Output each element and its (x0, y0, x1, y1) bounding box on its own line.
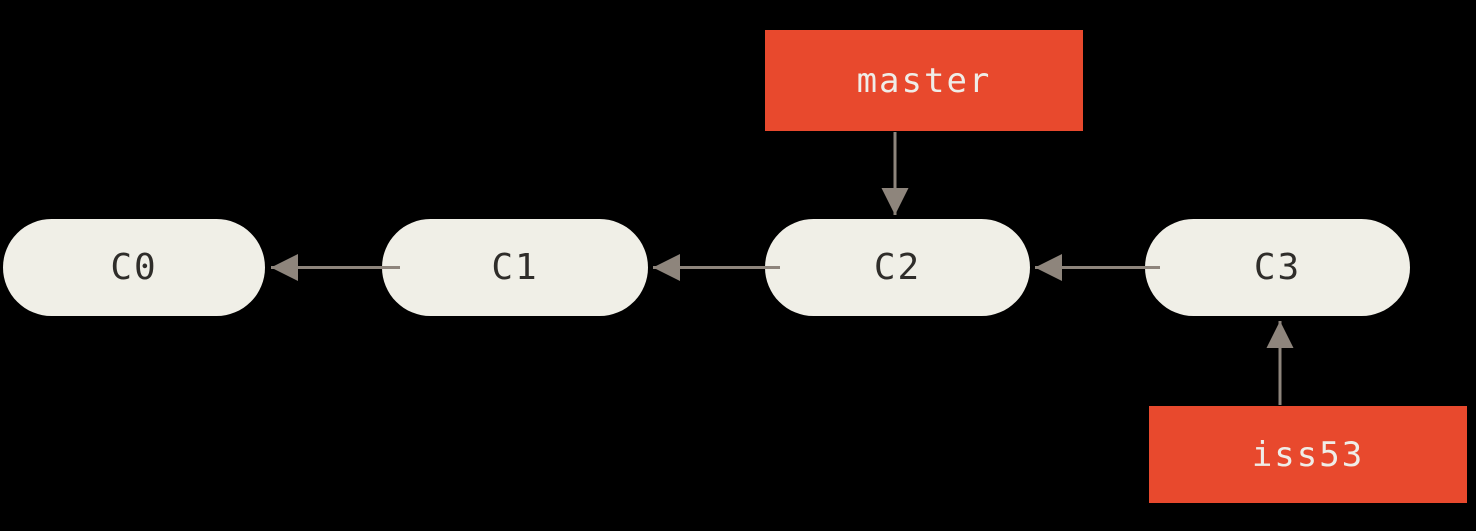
commit-id-label: C1 (491, 247, 539, 288)
branch-name-label: master (856, 60, 992, 101)
branch-label-iss53: iss53 (1149, 406, 1467, 503)
branch-label-master: master (765, 30, 1083, 131)
commit-node-c3: C3 (1145, 219, 1410, 316)
commit-id-label: C0 (110, 247, 158, 288)
commit-node-c2: C2 (765, 219, 1030, 316)
commit-id-label: C2 (873, 247, 922, 288)
commit-node-c0: C0 (3, 219, 265, 316)
commit-node-c1: C1 (382, 219, 648, 316)
branch-name-label: iss53 (1251, 434, 1365, 475)
commit-id-label: C3 (1253, 247, 1302, 288)
